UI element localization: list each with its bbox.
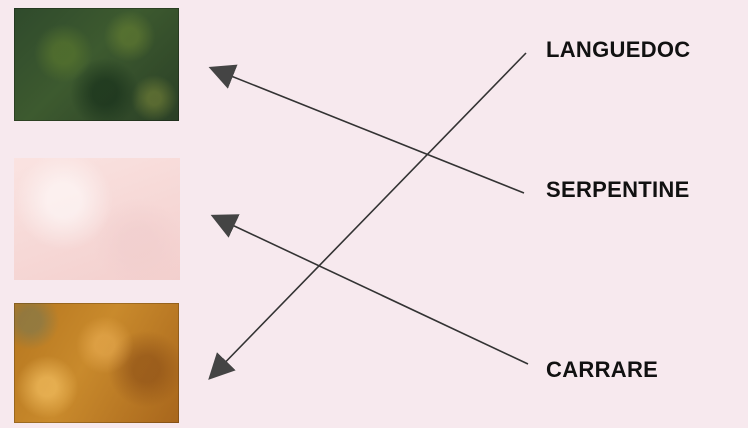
label-languedoc: LANGUEDOC xyxy=(546,37,690,63)
label-serpentine: SERPENTINE xyxy=(546,177,690,203)
label-carrare: CARRARE xyxy=(546,357,658,383)
arrow-carrare-to-pink xyxy=(213,216,528,364)
arrow-languedoc-to-orange xyxy=(210,53,526,378)
arrow-serpentine-to-green xyxy=(211,68,524,193)
